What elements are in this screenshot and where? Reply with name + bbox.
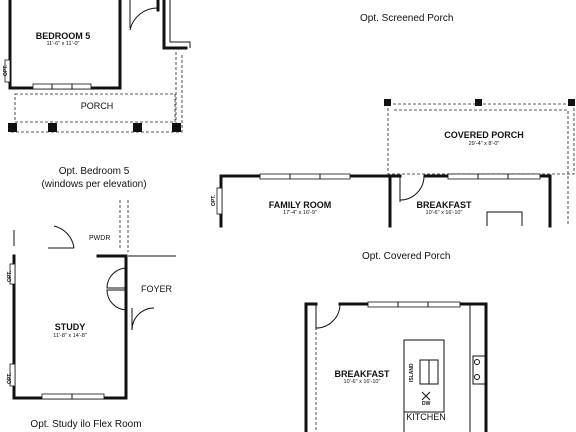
room-dims-study: 11'-8" x 14'-8" xyxy=(53,333,87,339)
room-name-study: STUDY xyxy=(54,322,86,332)
room-dims-covered-porch: 29'-4" x 8'-0" xyxy=(468,141,500,147)
opt-marker-study-bottom: OPT. xyxy=(7,372,13,384)
room-name-porch: PORCH xyxy=(80,101,114,111)
room-name-pwdr: PWDR xyxy=(89,235,111,242)
room-dims-breakfast-top: 10'-6" x 16'-10" xyxy=(425,210,463,216)
bedroom-5-plan xyxy=(4,0,191,133)
caption-covered-porch: Opt. Covered Porch xyxy=(362,251,451,262)
label-dw: DW xyxy=(422,401,431,407)
caption-study: Opt. Study ilo Flex Room xyxy=(30,419,142,430)
opt-marker-bedroom: OPT. xyxy=(3,64,9,76)
opt-marker-study-top: OPT. xyxy=(7,270,13,282)
room-name-breakfast-bottom: BREAKFAST xyxy=(334,369,390,379)
caption-bedroom-5-note: (windows per elevation) xyxy=(41,179,147,190)
opt-marker-family: OPT. xyxy=(211,194,217,206)
room-dims-family-room: 17'-4" x 16'-9" xyxy=(283,210,317,216)
room-name-bedroom-5: BEDROOM 5 xyxy=(35,31,91,41)
room-name-foyer: FOYER xyxy=(141,284,173,294)
room-name-kitchen: KITCHEN xyxy=(406,412,446,422)
caption-screened-porch: Opt. Screened Porch xyxy=(360,13,454,24)
room-dims-bedroom-5: 11'-6" x 11'-0" xyxy=(46,41,80,47)
covered-porch-plan xyxy=(216,99,575,228)
room-name-family-room: FAMILY ROOM xyxy=(268,200,332,210)
caption-bedroom-5: Opt. Bedroom 5 xyxy=(58,166,130,177)
room-name-covered-porch: COVERED PORCH xyxy=(444,130,524,140)
study-plan xyxy=(9,200,176,400)
label-island: ISLAND xyxy=(409,363,415,382)
kitchen-plan xyxy=(304,301,488,432)
room-name-breakfast-top: BREAKFAST xyxy=(416,200,472,210)
room-dims-breakfast-bottom: 10'-6" x 16'-10" xyxy=(343,379,381,385)
